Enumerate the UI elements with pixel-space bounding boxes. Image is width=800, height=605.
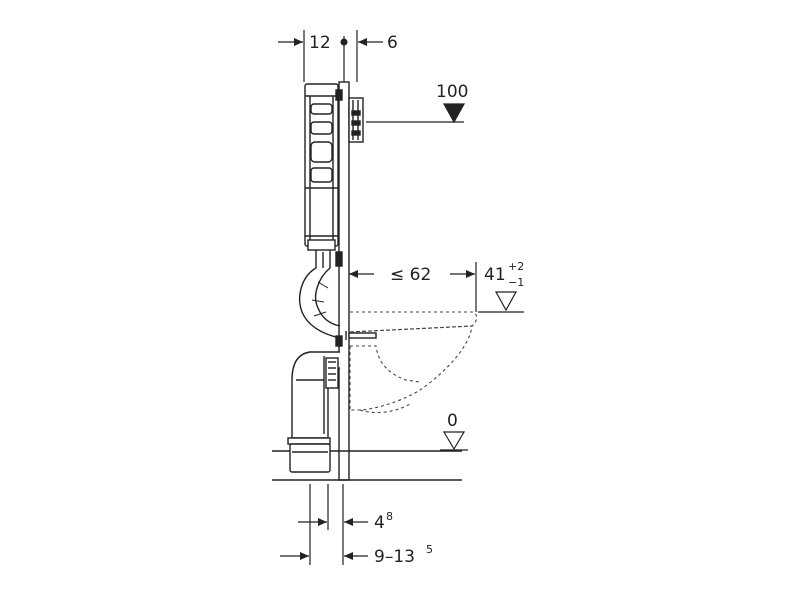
dim-12-label: 12 — [309, 33, 331, 53]
floor-lines — [272, 450, 462, 481]
dim-9-13-label: 9–13 — [374, 547, 415, 567]
dim-4-label: 4 — [374, 513, 385, 533]
drain-elbow — [287, 351, 341, 473]
dim-4-exp: 8 — [386, 510, 393, 523]
dim-9-13-exp: 5 — [426, 543, 433, 556]
wc-bowl-outline — [349, 311, 478, 414]
dim-100-label: 100 — [436, 82, 468, 102]
dim-41-tol-minus: −1 — [508, 276, 524, 289]
dim-41-tol-plus: +2 — [508, 260, 524, 273]
cistern-unit — [304, 81, 364, 481]
floor-level-marker — [440, 431, 468, 451]
frame-rail — [338, 81, 350, 481]
bottom-dimension-group — [280, 484, 368, 565]
projection-dimension — [349, 262, 477, 312]
dim-0-label: 0 — [447, 411, 458, 431]
center-dot — [340, 38, 348, 46]
seat-height-marker — [478, 291, 524, 313]
dim-6-label: 6 — [387, 33, 398, 53]
dim-41-label: 41 — [484, 265, 506, 285]
flush-height-marker — [366, 103, 466, 124]
mounting-bolt — [345, 331, 377, 340]
flush-pipe — [298, 250, 341, 339]
dim-62-label: ≤ 62 — [390, 265, 431, 285]
